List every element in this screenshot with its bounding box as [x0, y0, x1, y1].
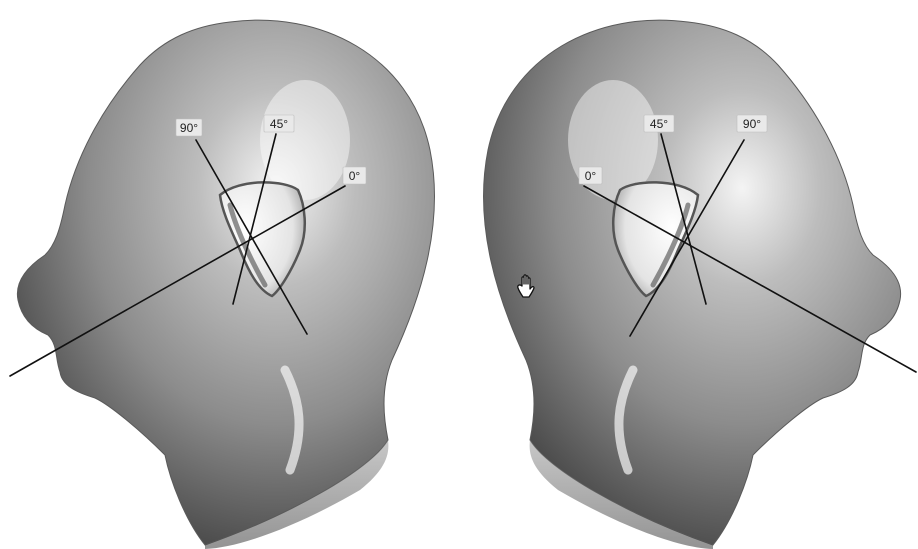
left-label-90-text: 90° [180, 121, 198, 135]
right-head-model [483, 20, 900, 549]
right-label-45-text: 45° [650, 117, 668, 131]
right-label-90: 90° [737, 115, 767, 132]
right-label-0-text: 0° [585, 169, 597, 183]
left-head-model [17, 20, 434, 549]
right-label-0: 0° [579, 167, 602, 184]
left-label-0: 0° [343, 167, 366, 184]
left-label-0-text: 0° [349, 169, 361, 183]
hand-pointer-icon [513, 272, 543, 302]
right-label-90-text: 90° [743, 117, 761, 131]
left-label-45-text: 45° [270, 117, 288, 131]
left-label-45: 45° [264, 115, 294, 132]
left-label-90: 90° [176, 119, 202, 136]
right-label-45: 45° [644, 115, 674, 132]
